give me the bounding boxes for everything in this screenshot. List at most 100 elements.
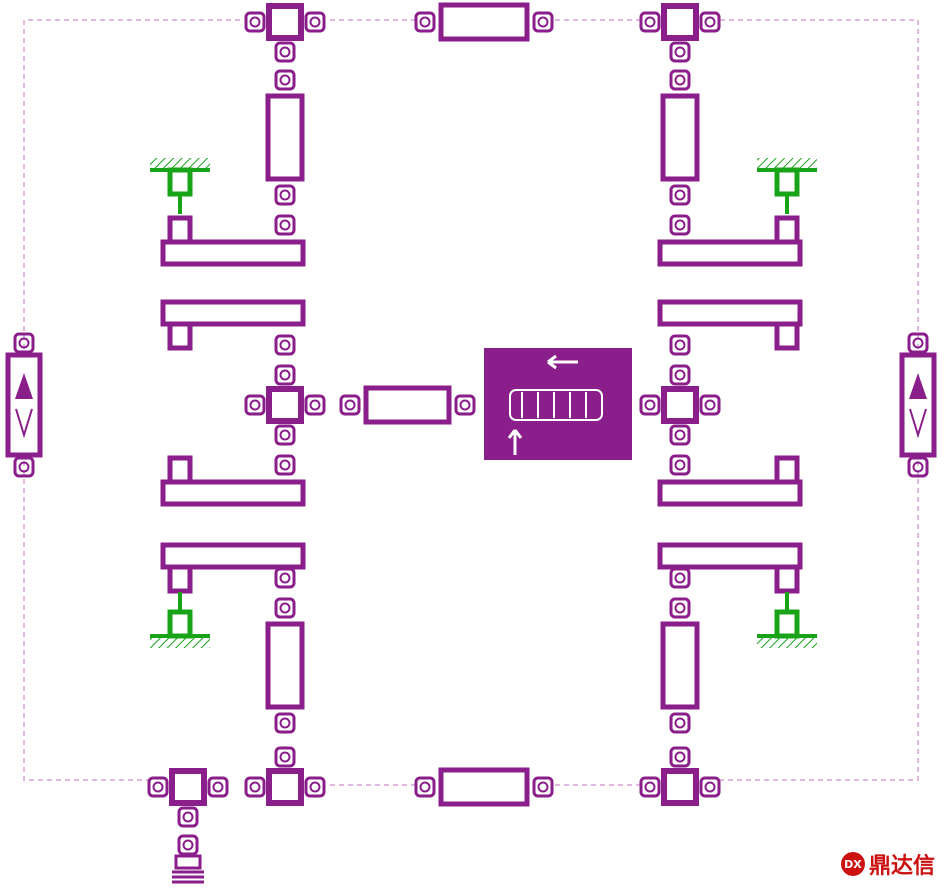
- plate-post: [167, 321, 193, 351]
- bottom-right-node: [639, 746, 721, 806]
- arrow-left-icon: [547, 354, 578, 370]
- joint-frame: [13, 456, 35, 478]
- joint-frame: [274, 597, 296, 619]
- plate-lower-right-a: [657, 455, 803, 507]
- ground-hatch: [757, 158, 817, 170]
- joint-frame: [177, 806, 199, 828]
- joint-pin: [279, 74, 291, 86]
- joint-pin: [279, 602, 291, 614]
- ground-hatch: [757, 636, 817, 648]
- ground-block: [167, 167, 193, 197]
- joint-frame: [274, 41, 296, 63]
- joint-frame: [669, 184, 691, 206]
- top-right-node: [639, 3, 721, 63]
- joint-frame: [13, 332, 35, 354]
- plate-post: [774, 321, 800, 351]
- node-body: [266, 768, 304, 806]
- lower-right-spring: [660, 597, 700, 734]
- lower-left-joint: [274, 567, 296, 589]
- beam-body: [265, 621, 305, 710]
- plate-post: [167, 455, 193, 485]
- ground-lower-right: [757, 592, 817, 648]
- joint-pin: [182, 811, 194, 823]
- joint-frame: [274, 214, 296, 236]
- joint-frame: [639, 776, 661, 798]
- lower-left-spring: [265, 597, 305, 734]
- ground-upper-left: [150, 158, 210, 214]
- joint-pin: [674, 339, 686, 351]
- joint-frame: [669, 746, 691, 768]
- joint-frame: [669, 712, 691, 734]
- joint-pin: [674, 717, 686, 729]
- ground-hatch: [150, 636, 210, 648]
- joint-pin: [279, 189, 291, 201]
- joint-pin: [674, 219, 686, 231]
- joint-frame: [274, 184, 296, 206]
- joint-frame: [669, 334, 691, 356]
- joint-pin: [674, 46, 686, 58]
- joint-frame: [639, 394, 661, 416]
- plate-body: [657, 479, 803, 507]
- joint-frame: [606, 394, 628, 416]
- node-body: [266, 386, 304, 424]
- node-body: [661, 386, 699, 424]
- joint-frame: [244, 394, 266, 416]
- joint-frame: [669, 69, 691, 91]
- dashed-connections: [23, 19, 919, 786]
- joint-pin: [704, 781, 716, 793]
- node-body: [266, 3, 304, 41]
- joint-frame: [669, 364, 691, 386]
- joint-pin: [419, 16, 431, 28]
- joint-pin: [419, 781, 431, 793]
- joint-frame: [669, 214, 691, 236]
- ground-block: [167, 609, 193, 639]
- joint-pin: [492, 399, 504, 411]
- joint-pin: [611, 399, 623, 411]
- joint-frame: [274, 334, 296, 356]
- arrow-up-icon: [15, 373, 33, 399]
- joint-pin: [279, 339, 291, 351]
- top-left-node: [244, 3, 326, 63]
- joint-frame: [669, 41, 691, 63]
- central-block: [484, 348, 632, 460]
- joint-pin: [279, 572, 291, 584]
- joint-pin: [212, 781, 224, 793]
- joint-frame: [699, 776, 721, 798]
- plate-post: [774, 564, 800, 594]
- arrow-up-icon: [507, 429, 523, 455]
- joint-frame: [532, 11, 554, 33]
- components: [5, 2, 937, 884]
- joint-pin: [644, 399, 656, 411]
- plate-body: [160, 299, 306, 327]
- joint-frame: [699, 11, 721, 33]
- joint-frame: [304, 394, 326, 416]
- arrow-up-icon: [909, 373, 927, 399]
- lower-right-joint: [669, 567, 691, 589]
- joint-pin: [309, 781, 321, 793]
- left-actuator: [5, 332, 43, 478]
- joint-frame: [304, 776, 326, 798]
- plate-upper-right-a: [657, 215, 803, 267]
- node-body: [661, 768, 699, 806]
- joint-frame: [699, 394, 721, 416]
- joint-pin: [279, 429, 291, 441]
- joint-frame: [532, 776, 554, 798]
- joint-pin: [674, 572, 686, 584]
- bottom-beam: [414, 767, 554, 807]
- joint-frame: [244, 11, 266, 33]
- plate-body: [657, 239, 803, 267]
- joint-pin: [674, 369, 686, 381]
- joint-pin: [344, 399, 356, 411]
- joint-pin: [249, 399, 261, 411]
- beam-body: [438, 767, 530, 807]
- joint-frame: [639, 11, 661, 33]
- joint-frame: [669, 424, 691, 446]
- joint-pin: [18, 337, 30, 349]
- joint-frame: [274, 69, 296, 91]
- plate-body: [657, 299, 803, 327]
- plate-lower-left-b: [160, 542, 306, 594]
- joint-pin: [537, 781, 549, 793]
- joint-frame: [147, 776, 169, 798]
- ground-upper-right: [757, 158, 817, 214]
- joint-pin: [279, 459, 291, 471]
